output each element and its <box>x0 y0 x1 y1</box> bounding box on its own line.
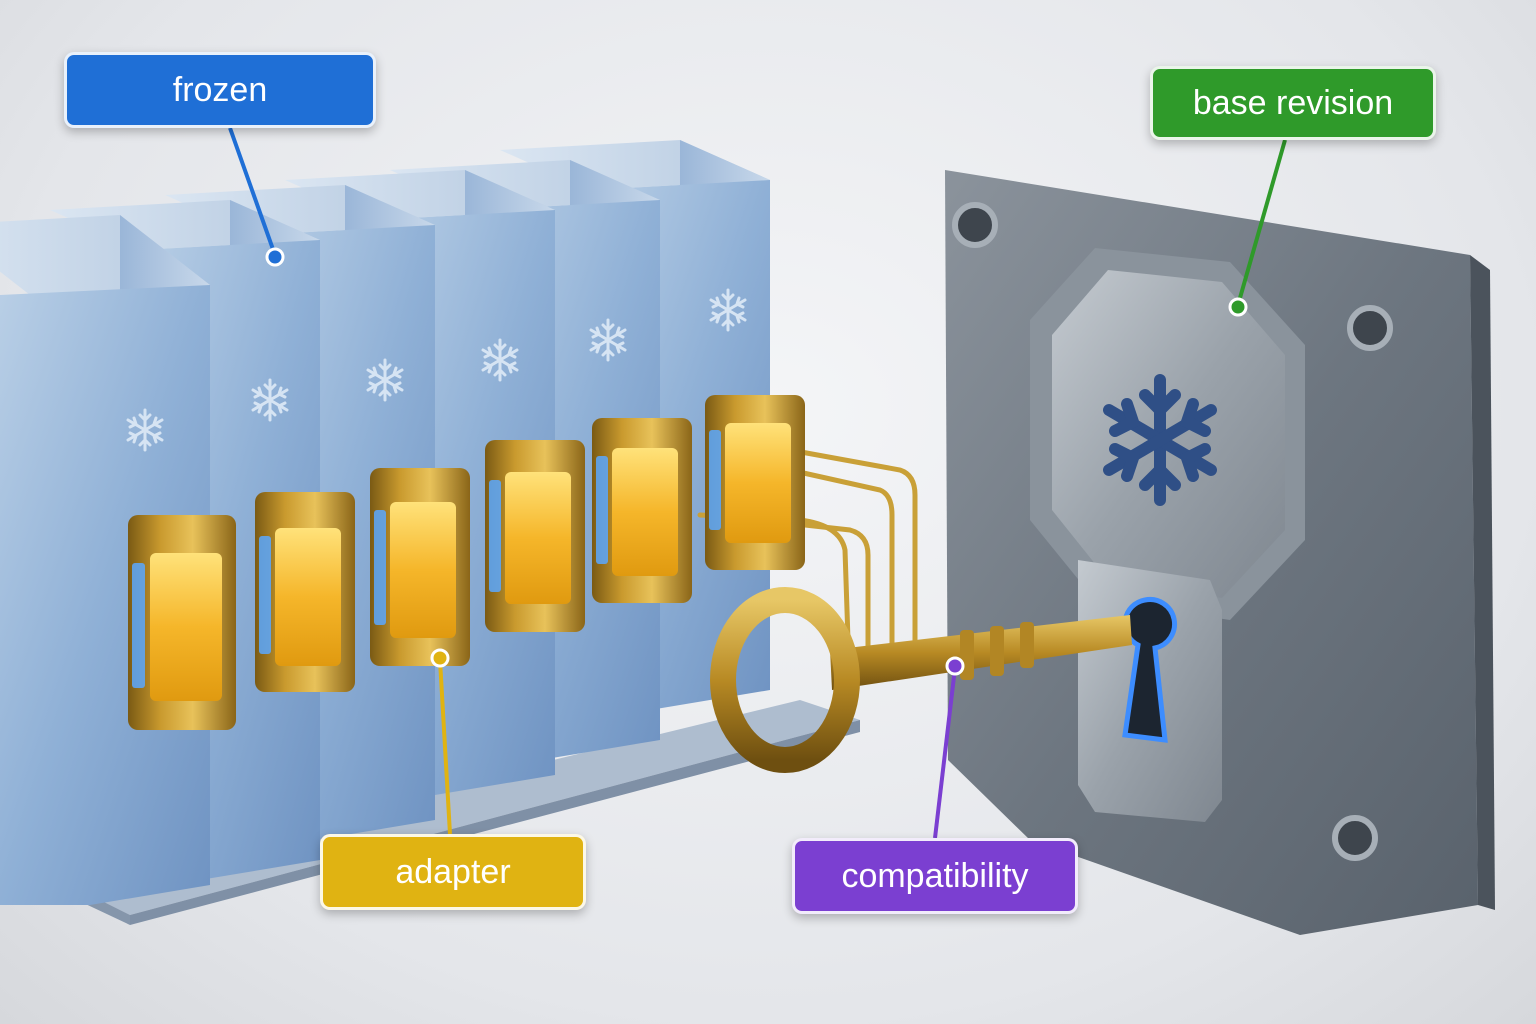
adapter-module <box>255 492 355 692</box>
adapter-module <box>485 440 585 632</box>
keyhole-plate <box>1078 560 1222 822</box>
compatibility-label: compatibility <box>792 838 1078 914</box>
key-icon <box>710 587 1132 773</box>
adapter-module <box>128 515 236 730</box>
connector-lines <box>228 127 1287 839</box>
adapter-label: adapter <box>320 834 586 910</box>
adapter-modules <box>128 395 805 730</box>
adapter-module <box>370 468 470 666</box>
frozen-label: frozen <box>64 52 376 128</box>
base-revision-label: base revision <box>1150 66 1436 140</box>
keyhole-icon <box>1122 597 1177 743</box>
lock-plate <box>945 170 1495 935</box>
adapter-wires <box>697 447 918 653</box>
adapter-module <box>705 395 805 570</box>
adapter-module <box>592 418 692 603</box>
octagon-plate <box>1030 248 1305 620</box>
